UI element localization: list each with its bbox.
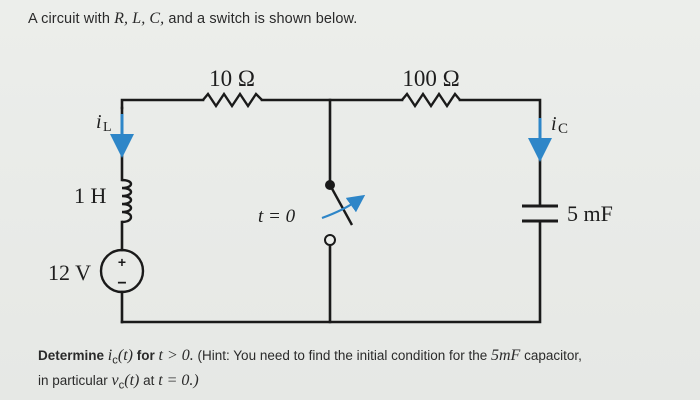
question-varg: (t) (124, 371, 140, 389)
current-left-subscript: L (103, 120, 112, 135)
question-for: for (136, 348, 155, 363)
current-right-subscript: C (558, 121, 568, 137)
resistor-100-ohm (401, 91, 461, 109)
switch-label: t = 0 (258, 206, 296, 227)
resistor-10-ohm (202, 91, 263, 109)
source-plus-sign: + (118, 254, 126, 270)
intro-prefix: A circuit with (28, 11, 110, 27)
question-at: at (143, 372, 155, 388)
source-label: 12 V (48, 260, 91, 285)
question-func: i (107, 347, 113, 364)
question-bold: Determine (38, 348, 105, 363)
question-text3: capacitor, (524, 348, 582, 363)
capacitor (522, 204, 558, 223)
intro-variables: R, L, C, (114, 10, 165, 27)
current-left-symbol: i (96, 111, 102, 133)
voltage-source (99, 248, 145, 294)
intro-suffix: and a switch is shown below. (168, 11, 358, 27)
question-condition: t > 0. (158, 347, 194, 364)
resistor-left-label: 10 Ω (209, 66, 255, 91)
current-right-symbol: i (551, 113, 557, 135)
inductor-label: 1 H (74, 183, 107, 208)
question-vfunc-sub: c (118, 379, 125, 392)
capacitor-label: 5 mF (567, 201, 613, 226)
switch-motion-arrow (321, 194, 366, 220)
intro-text: A circuit with R, L, C, and a switch is … (28, 10, 357, 28)
inductor-coil (121, 178, 133, 224)
question-func-sub: c (112, 354, 118, 367)
switch-lower-contact (324, 234, 336, 246)
question-cap-value: 5mF (491, 347, 521, 364)
question-text: Determine ic(t) for t > 0. (Hint: You ne… (38, 346, 678, 395)
question-vfunc: v (111, 371, 119, 389)
source-minus-sign: − (117, 275, 126, 292)
question-text4: in particular (38, 372, 108, 388)
question-condition-2: t = 0.) (158, 371, 199, 389)
circuit-wires (120, 98, 542, 324)
switch-blade (328, 184, 354, 226)
question-hint: (Hint: You need to find the initial cond… (197, 348, 488, 363)
question-arg: (t) (117, 347, 133, 364)
resistor-right-label: 100 Ω (402, 66, 459, 91)
